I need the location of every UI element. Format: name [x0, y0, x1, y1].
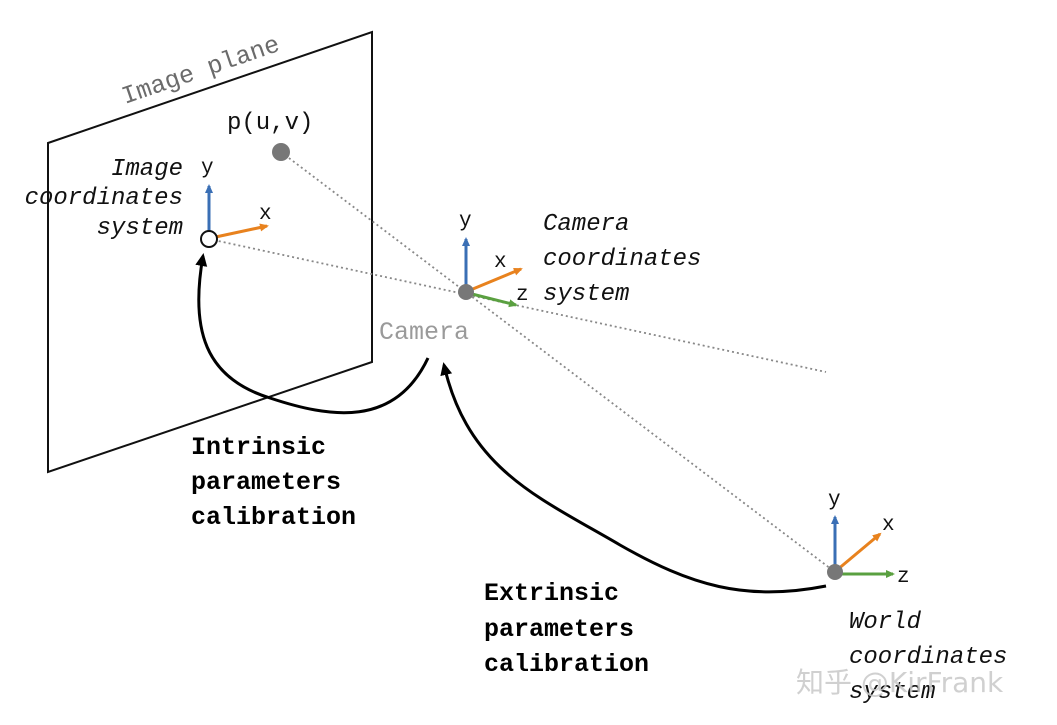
camera-z-label: z — [516, 284, 529, 307]
camera-coords-label-1: Camera — [543, 211, 629, 238]
point-label: p(u,v) — [227, 110, 313, 137]
world-x-label: x — [882, 514, 895, 537]
ray-point-to-world — [280, 151, 836, 573]
intrinsic-calibration-label: Intrinsic parameters calibration — [191, 433, 356, 532]
image-coords-label-3: system — [97, 215, 183, 242]
world-y-label: y — [828, 489, 841, 512]
image-coords-label-1: Image — [111, 156, 183, 183]
extrinsic-label-1: Extrinsic — [484, 579, 619, 608]
camera-label: Camera — [379, 318, 469, 347]
image-point — [272, 143, 290, 161]
camera-coords-label-2: coordinates — [543, 246, 701, 273]
image-y-label: y — [201, 157, 214, 180]
world-x-axis — [836, 532, 882, 572]
intrinsic-calibration-arrow — [195, 253, 430, 415]
extrinsic-label-3: calibration — [484, 650, 649, 679]
image-plane — [47, 30, 373, 474]
world-z-label: z — [897, 566, 910, 589]
world-coords-label-3: system — [849, 679, 935, 706]
intrinsic-label-2: parameters — [191, 468, 341, 497]
camera-x-label: x — [494, 251, 507, 274]
image-origin — [200, 230, 218, 248]
image-coords-label-2: coordinates — [25, 185, 183, 212]
extrinsic-label-2: parameters — [484, 615, 634, 644]
extrinsic-calibration-arrow — [440, 362, 827, 594]
watermark: 知乎 @KirFrank — [796, 666, 1004, 699]
camera-coordinate-system: y x z Camera coordinates system Camera — [379, 210, 701, 347]
image-x-label: x — [259, 203, 272, 226]
intrinsic-label-1: Intrinsic — [191, 433, 326, 462]
camera-y-label: y — [459, 210, 472, 233]
camera-coords-label-3: system — [543, 281, 629, 308]
world-coordinate-system: y x z World coordinates system — [827, 489, 1007, 706]
camera-x-axis — [467, 267, 523, 293]
intrinsic-label-3: calibration — [191, 503, 356, 532]
image-coordinate-system: y x Image coordinates system — [25, 156, 272, 248]
camera-z-axis — [467, 291, 518, 308]
camera-origin — [458, 284, 474, 300]
world-coords-label-2: coordinates — [849, 644, 1007, 671]
image-x-axis — [210, 223, 269, 240]
extrinsic-calibration-label: Extrinsic parameters calibration — [484, 579, 649, 679]
world-origin — [827, 564, 843, 580]
world-coords-label-1: World — [849, 609, 922, 636]
